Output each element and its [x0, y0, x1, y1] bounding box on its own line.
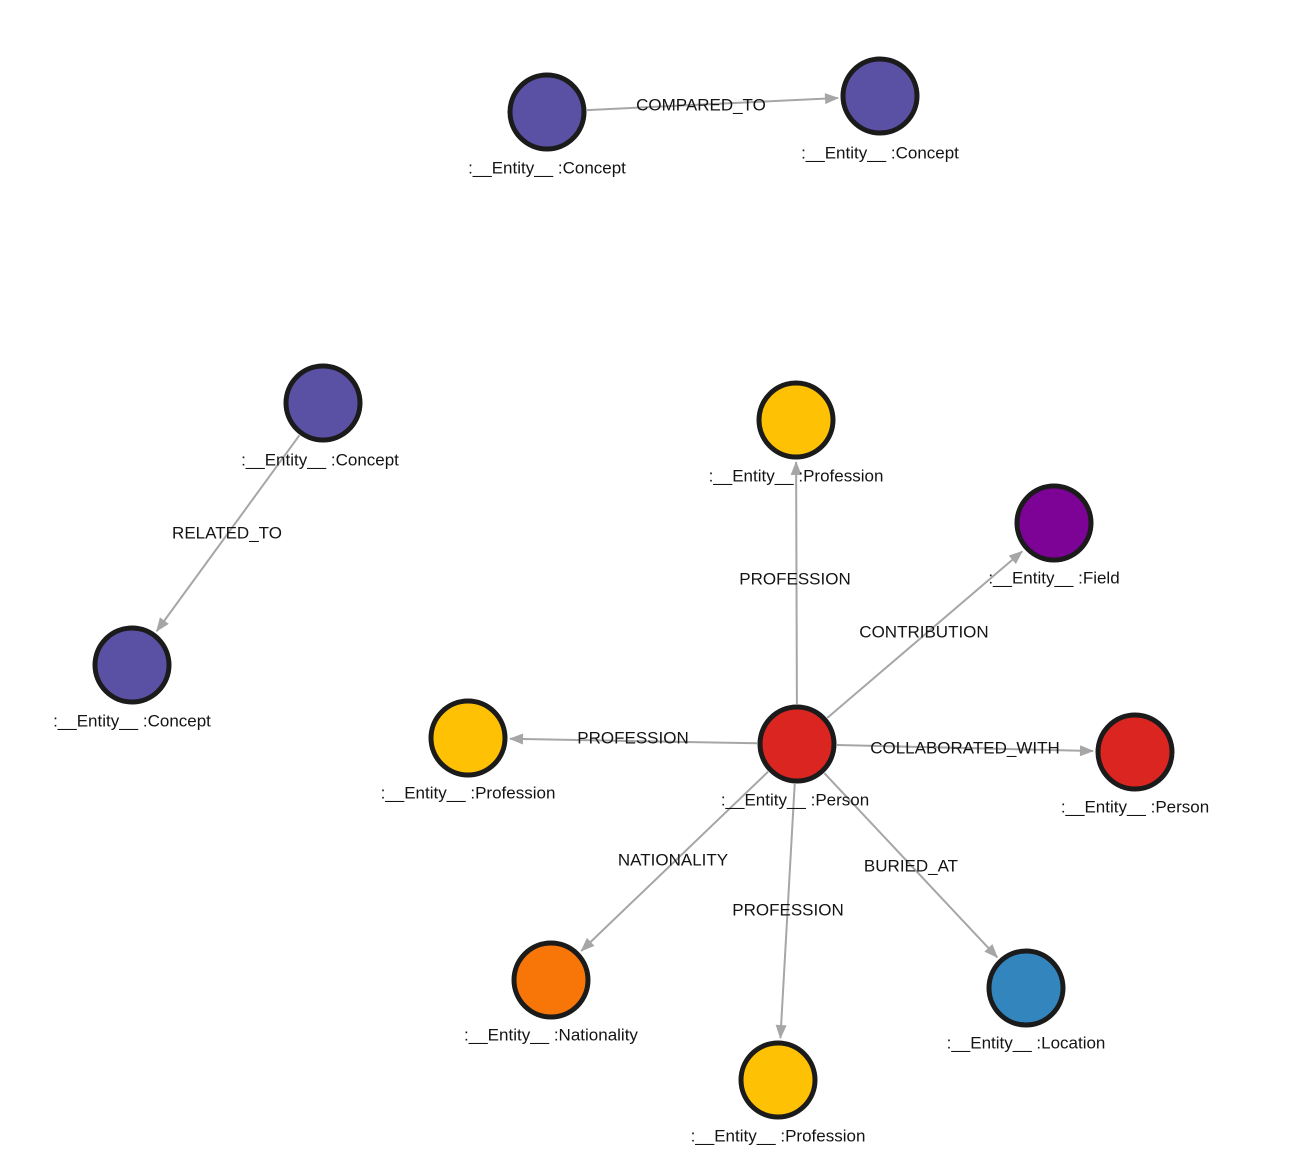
- edge-type-label[interactable]: RELATED_TO: [172, 524, 282, 543]
- edge-type-label[interactable]: PROFESSION: [577, 729, 688, 748]
- node-caption: :__Entity__ :Concept: [241, 451, 399, 470]
- edge-type-label[interactable]: COMPARED_TO: [636, 96, 766, 115]
- edge-type-label[interactable]: COLLABORATED_WITH: [870, 739, 1060, 758]
- edge-line[interactable]: [155, 434, 301, 632]
- edge-contribution: CONTRIBUTION: [826, 550, 1023, 719]
- node-caption: :__Entity__ :Profession: [709, 467, 884, 486]
- node-circle[interactable]: [1014, 483, 1094, 563]
- node-concept-1[interactable]: :__Entity__ :Concept: [468, 72, 626, 178]
- edge-line[interactable]: [790, 461, 802, 705]
- edge-profession-left: PROFESSION: [509, 729, 758, 748]
- node-person-2[interactable]: :__Entity__ :Person: [1061, 712, 1209, 817]
- node-location-1[interactable]: :__Entity__ :Location: [947, 948, 1106, 1053]
- node-concept-2[interactable]: :__Entity__ :Concept: [801, 56, 959, 163]
- edge-line[interactable]: [823, 772, 999, 959]
- node-caption: :__Entity__ :Profession: [691, 1127, 866, 1146]
- node-circle[interactable]: [511, 940, 591, 1020]
- edge-type-label[interactable]: CONTRIBUTION: [859, 623, 988, 642]
- node-profession-3[interactable]: :__Entity__ :Profession: [691, 1040, 866, 1146]
- node-caption: :__Entity__ :Profession: [381, 784, 556, 803]
- edge-compared-to: COMPARED_TO: [586, 93, 839, 115]
- edge-collaborated-with: COLLABORATED_WITH: [836, 739, 1094, 758]
- node-field-1[interactable]: :__Entity__ :Field: [988, 483, 1120, 588]
- edge-line[interactable]: [826, 550, 1023, 719]
- edge-buried-at: BURIED_AT: [823, 772, 999, 959]
- node-profession-1[interactable]: :__Entity__ :Profession: [709, 380, 884, 486]
- node-caption: :__Entity__ :Concept: [53, 712, 211, 731]
- node-caption: :__Entity__ :Concept: [801, 144, 959, 163]
- node-circle[interactable]: [283, 363, 363, 443]
- edge-related-to: RELATED_TO: [155, 434, 301, 632]
- node-concept-4[interactable]: :__Entity__ :Concept: [53, 625, 211, 731]
- node-circle[interactable]: [738, 1040, 818, 1120]
- node-circle[interactable]: [986, 948, 1066, 1028]
- node-concept-3[interactable]: :__Entity__ :Concept: [241, 363, 399, 470]
- edge-line[interactable]: [580, 770, 769, 952]
- node-caption: :__Entity__ :Person: [1061, 798, 1209, 817]
- node-caption: :__Entity__ :Person: [721, 791, 869, 810]
- node-person-1[interactable]: :__Entity__ :Person: [721, 704, 869, 810]
- node-circle[interactable]: [1095, 712, 1175, 792]
- edge-type-label[interactable]: PROFESSION: [732, 901, 843, 920]
- node-caption: :__Entity__ :Nationality: [464, 1026, 638, 1045]
- node-circle[interactable]: [756, 380, 836, 460]
- node-nationality-1[interactable]: :__Entity__ :Nationality: [464, 940, 638, 1045]
- edge-type-label[interactable]: BURIED_AT: [864, 857, 958, 876]
- edge-profession-bottom: PROFESSION: [732, 783, 844, 1040]
- node-circle[interactable]: [92, 625, 172, 705]
- edge-line[interactable]: [775, 783, 796, 1040]
- node-circle[interactable]: [757, 704, 837, 784]
- node-circle[interactable]: [840, 56, 920, 136]
- edge-nationality: NATIONALITY: [580, 770, 769, 952]
- node-caption: :__Entity__ :Location: [947, 1034, 1106, 1053]
- node-profession-2[interactable]: :__Entity__ :Profession: [381, 698, 556, 803]
- edge-line[interactable]: [586, 93, 839, 112]
- node-caption: :__Entity__ :Field: [988, 569, 1119, 588]
- node-caption: :__Entity__ :Concept: [468, 159, 626, 178]
- node-circle[interactable]: [507, 72, 587, 152]
- edge-type-label[interactable]: PROFESSION: [739, 570, 850, 589]
- edge-profession-top: PROFESSION: [739, 461, 851, 705]
- node-circle[interactable]: [428, 698, 508, 778]
- edge-line[interactable]: [836, 744, 1094, 757]
- edge-line[interactable]: [509, 733, 758, 745]
- edge-type-label[interactable]: NATIONALITY: [618, 851, 728, 870]
